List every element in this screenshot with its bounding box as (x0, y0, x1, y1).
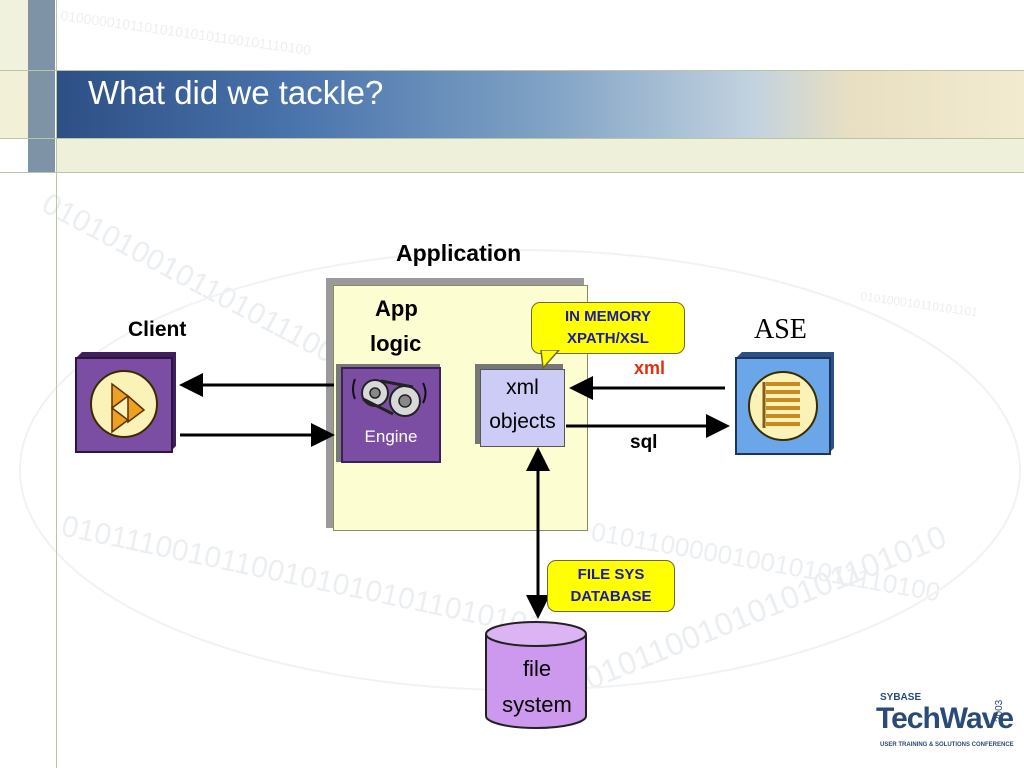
header-subband (56, 138, 1024, 172)
xml-objects-box: xml objects (480, 369, 565, 447)
in-memory-line1: IN MEMORY (564, 308, 652, 325)
xml-objects-label-line1: xml (506, 376, 539, 399)
header-rule (0, 70, 1024, 71)
file-sys-callout: FILE SYS DATABASE (547, 560, 675, 612)
gears-belt-icon (352, 378, 427, 417)
techwave-logo: SYBASE TechWave 2003 USER TRAINING & SOL… (876, 692, 1016, 756)
ase-node (734, 352, 838, 461)
engine-label: Engine (364, 427, 418, 446)
client-node (72, 352, 180, 461)
engine-box: Engine (341, 367, 441, 463)
in-memory-callout: IN MEMORY XPATH/XSL (531, 302, 685, 354)
client-label: Client (128, 318, 187, 341)
logo-year: 2003 (994, 699, 1005, 722)
file-sys-line1: FILE SYS (577, 566, 645, 583)
app-logic-label-line2: logic (370, 331, 422, 356)
database-list-icon (735, 352, 834, 455)
xml-objects-label-line2: objects (489, 410, 556, 433)
ase-label: ASE (754, 314, 807, 345)
xml-arrow-label: xml (634, 358, 666, 378)
file-system-label-line1: file (522, 656, 552, 681)
logo-tagline: USER TRAINING & SOLUTIONS CONFERENCE (880, 742, 1014, 748)
in-memory-callout-pointer (540, 350, 561, 370)
header-band (56, 70, 1024, 138)
sql-arrow-label: sql (630, 432, 658, 453)
in-memory-line2: XPATH/XSL (567, 330, 649, 347)
logo-brand: SYBASE (880, 692, 922, 703)
left-rule (56, 0, 57, 768)
logo-name: TechWave (876, 702, 1014, 735)
file-sys-line2: DATABASE (570, 588, 652, 605)
header-left-cell (0, 70, 28, 138)
header-rule (0, 138, 1024, 139)
play-forward-icon (75, 352, 176, 453)
application-label: Application (396, 240, 522, 266)
file-system-label-line2: system (502, 692, 572, 717)
file-system-cylinder (485, 621, 587, 729)
app-logic-label-line1: App (375, 296, 418, 321)
header-rule (0, 172, 1024, 173)
left-accent-bar (28, 0, 55, 768)
header-cell (0, 0, 28, 70)
slide-title: What did we tackle? (88, 74, 384, 111)
